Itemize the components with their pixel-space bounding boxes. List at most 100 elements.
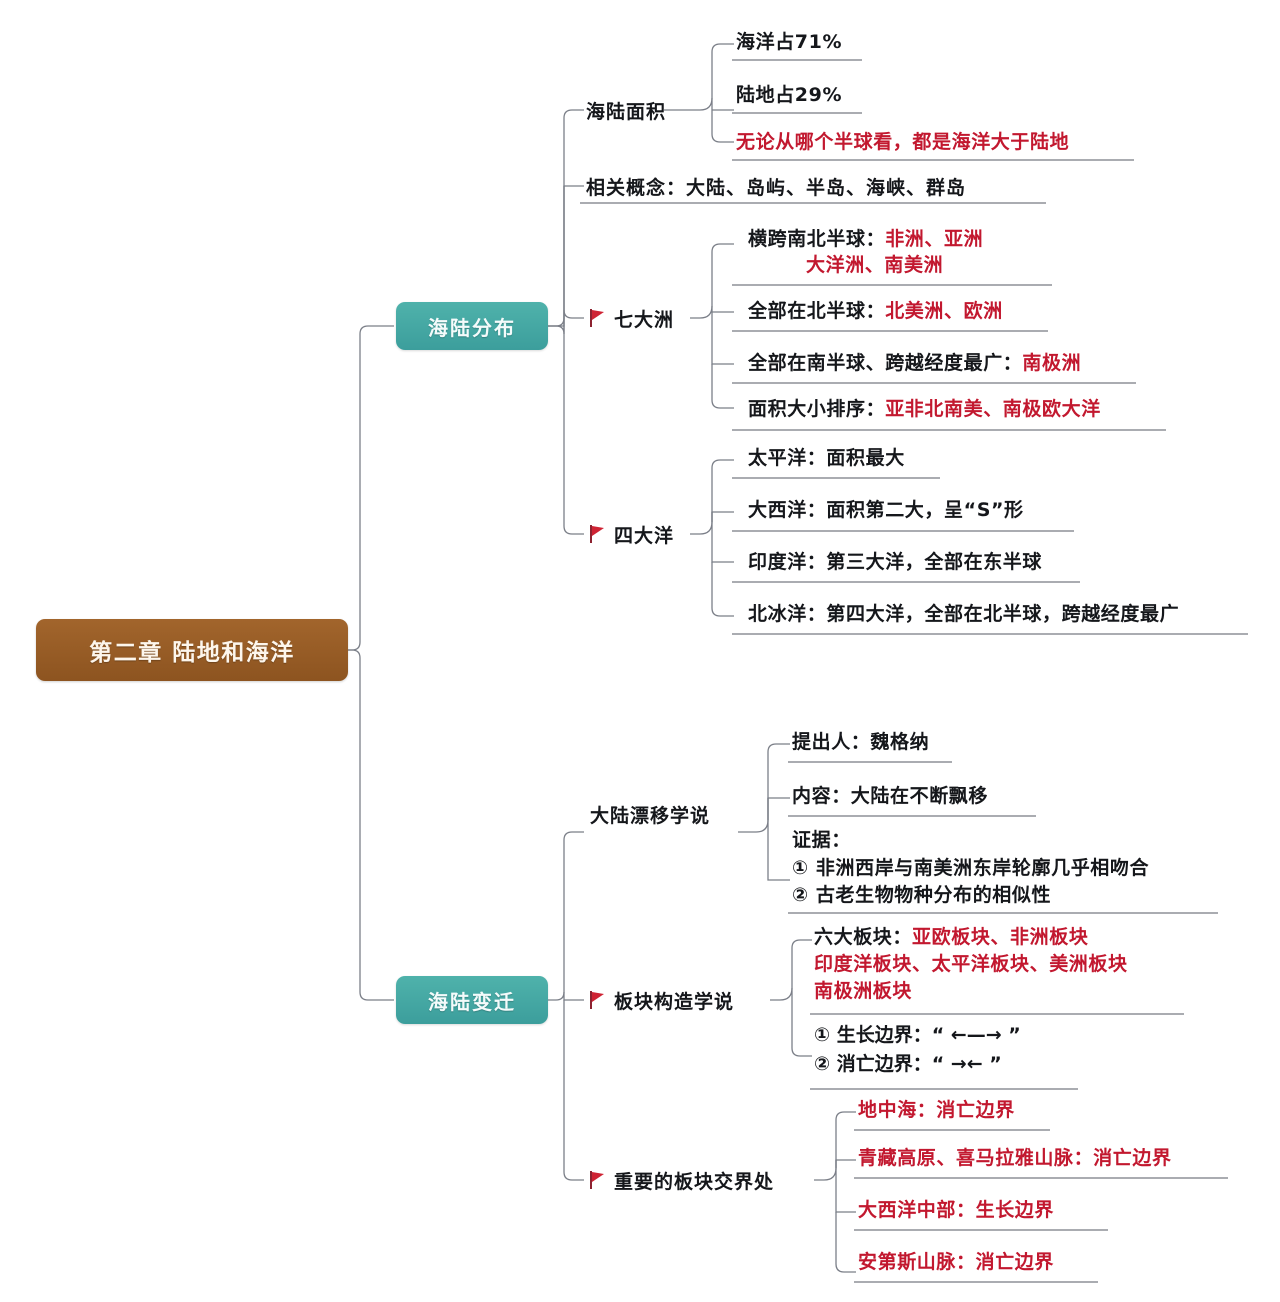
leaf-text: 北冰洋：第四大洋，全部在北半球，跨越经度最广 <box>748 603 1180 625</box>
leaf-text-black: 六大板块： <box>814 926 913 948</box>
leaf-line-1: 证据： <box>792 829 851 851</box>
line-branch1-to-qidazhou <box>548 309 584 335</box>
leaf-text-black: 面积大小排序： <box>748 398 886 420</box>
leaf-text: 太平洋：面积最大 <box>748 447 905 469</box>
leaf-bankuai-gouzao-1[interactable]: 六大板块：亚欧板块、非洲板块 印度洋板块、太平洋板块、美洲板块 南极洲板块 <box>814 924 1128 1005</box>
leaf-text: 印度洋：第三大洋，全部在东半球 <box>748 551 1043 573</box>
line-hm-leaf3 <box>711 98 734 143</box>
branch-node-haolu-fenbu[interactable]: 海陆分布 <box>396 302 548 350</box>
line-branch1-to-xiangguan-gainian <box>548 185 584 327</box>
leaf-zhongyao-jiaojie-3[interactable]: 大西洋中部：生长边界 <box>858 1197 1054 1223</box>
leaf-text-red-line2: 大洋洲、南美洲 <box>806 254 944 277</box>
leaf-si-da-yang-1[interactable]: 太平洋：面积最大 <box>748 445 905 471</box>
leaf-dalu-piaoyi-1[interactable]: 提出人：魏格纳 <box>792 729 929 755</box>
topic-haolu-mianji[interactable]: 海陆面积 <box>586 96 666 124</box>
branch-node-haolu-bianqian[interactable]: 海陆变迁 <box>396 976 548 1024</box>
leaf-qi-da-zhou-1[interactable]: 横跨南北半球：非洲、亚洲 大洋洲、南美洲 <box>748 226 983 278</box>
leaf-text-red: 南极洲 <box>1022 352 1082 374</box>
leaf-line-2: ① 非洲西岸与南美洲东岸轮廓几乎相吻合 <box>792 856 1150 879</box>
leaf-text-red: 亚非北南美、南极欧大洋 <box>885 398 1101 420</box>
leaf-text-black: 全部在南半球、跨越经度最广： <box>748 352 1023 374</box>
leaf-haolu-mianji-2[interactable]: 陆地占29% <box>736 82 842 108</box>
line-branch2-to-jiaojie <box>563 1000 584 1181</box>
line-hm-leaf1 <box>664 43 734 111</box>
line-branch1-to-sidayang <box>563 318 584 535</box>
leaf-si-da-yang-4[interactable]: 北冰洋：第四大洋，全部在北半球，跨越经度最广 <box>748 601 1179 627</box>
leaf-haolu-mianji-3[interactable]: 无论从哪个半球看，都是海洋大于陆地 <box>736 129 1069 155</box>
leaf-text: 青藏高原、喜马拉雅山脉：消亡边界 <box>858 1147 1172 1169</box>
red-flag-icon <box>590 309 605 327</box>
topic-label: 大陆漂移学说 <box>590 804 711 827</box>
topic-dalu-piaoyi-xueshuo[interactable]: 大陆漂移学说 <box>590 800 710 828</box>
leaf-qi-da-zhou-2[interactable]: 全部在北半球：北美洲、欧洲 <box>748 298 1003 324</box>
leaf-dalu-piaoyi-2[interactable]: 内容：大陆在不断飘移 <box>792 783 988 809</box>
leaf-text-black: 横跨南北半球： <box>748 228 886 250</box>
line-sdy-leaf1 <box>690 459 734 535</box>
line-dlpy-leaf2 <box>767 797 790 820</box>
topic-bankuai-gouzao-xueshuo[interactable]: 板块构造学说 <box>590 986 734 1014</box>
leaf-text: 陆地占29% <box>736 84 843 106</box>
topic-xiangguan-gainian[interactable]: 相关概念：大陆、岛屿、半岛、海峡、群岛 <box>586 172 966 200</box>
leaf-text-red: 非洲、亚洲 <box>885 228 984 250</box>
topic-label: 板块构造学说 <box>614 990 735 1013</box>
topic-label: 四大洋 <box>614 524 675 547</box>
leaf-text: 安第斯山脉：消亡边界 <box>858 1251 1055 1273</box>
line-root-to-haolu-bianqian <box>348 649 394 1001</box>
leaf-si-da-yang-3[interactable]: 印度洋：第三大洋，全部在东半球 <box>748 549 1042 575</box>
red-flag-icon <box>590 991 605 1009</box>
leaf-text-black: 全部在北半球： <box>748 300 886 322</box>
branch-node-label: 海陆变迁 <box>428 989 516 1014</box>
leaf-text: 海洋占71% <box>736 31 843 53</box>
line-bkgz-leaf2 <box>791 988 812 1057</box>
root-node[interactable]: 第二章 陆地和海洋 <box>36 619 348 681</box>
line-sdy-leaf4 <box>711 562 734 617</box>
line-qdz-leaf1 <box>690 243 734 319</box>
line-qdz-leaf2 <box>711 306 734 313</box>
leaf-haolu-mianji-1[interactable]: 海洋占71% <box>736 29 842 55</box>
leaf-text: 内容：大陆在不断飘移 <box>792 785 989 807</box>
line-branch2-to-dalupiaoyi <box>548 831 584 1001</box>
leaf-si-da-yang-2[interactable]: 大西洋：面积第二大，呈“S”形 <box>748 497 1024 523</box>
topic-label: 海陆面积 <box>586 100 667 123</box>
leaf-zhongyao-jiaojie-1[interactable]: 地中海：消亡边界 <box>858 1097 1015 1123</box>
branch-node-label: 海陆分布 <box>428 315 516 340</box>
line-zybk-leaf3 <box>835 1160 856 1213</box>
topic-label: 重要的板块交界处 <box>614 1170 775 1193</box>
leaf-text: 无论从哪个半球看，都是海洋大于陆地 <box>736 131 1070 153</box>
leaf-dalu-piaoyi-3[interactable]: 证据： ① 非洲西岸与南美洲东岸轮廓几乎相吻合 ② 古老生物物种分布的相似性 <box>792 827 1149 910</box>
red-flag-icon <box>590 525 605 543</box>
line-zybk-leaf1 <box>814 1111 856 1181</box>
line-zybk-leaf2 <box>835 1159 856 1168</box>
line-sdy-leaf2 <box>711 511 734 522</box>
leaf-bankuai-gouzao-2[interactable]: ① 生长边界：“ ←—→ ” ② 消亡边界：“ →← ” <box>814 1021 1021 1080</box>
topic-zhongyao-bankuai-jiaojiechu[interactable]: 重要的板块交界处 <box>590 1166 774 1194</box>
topic-label: 相关概念：大陆、岛屿、半岛、海峡、群岛 <box>586 176 967 199</box>
topic-label: 七大洲 <box>614 308 675 331</box>
root-node-label: 第二章 陆地和海洋 <box>89 640 295 666</box>
leaf-text: 大西洋：面积第二大，呈“S”形 <box>748 499 1024 521</box>
leaf-text: 大西洋中部：生长边界 <box>858 1199 1055 1221</box>
leaf-text-red: 北美洲、欧洲 <box>885 300 1003 322</box>
topic-qi-da-zhou[interactable]: 七大洲 <box>590 304 674 332</box>
leaf-qi-da-zhou-4[interactable]: 面积大小排序：亚非北南美、南极欧大洋 <box>748 396 1101 422</box>
line-dlpy-leaf1 <box>738 743 790 833</box>
leaf-qi-da-zhou-3[interactable]: 全部在南半球、跨越经度最广：南极洲 <box>748 350 1081 376</box>
leaf-text: 地中海：消亡边界 <box>858 1099 1015 1121</box>
line-branch2-to-bankuai <box>563 992 584 1001</box>
line-root-to-haolu-fenbu <box>348 325 394 651</box>
leaf-zhongyao-jiaojie-2[interactable]: 青藏高原、喜马拉雅山脉：消亡边界 <box>858 1145 1172 1171</box>
leaf-line-3: ② 古老生物物种分布的相似性 <box>792 884 1052 907</box>
leaf-line-1: ① 生长边界：“ ←—→ ” <box>814 1024 1021 1046</box>
leaf-text-red: 亚欧板块、非洲板块 <box>912 926 1089 948</box>
topic-si-da-yang[interactable]: 四大洋 <box>590 520 674 548</box>
line-qdz-leaf4 <box>711 364 734 409</box>
leaf-text-red-line2: 印度洋板块、太平洋板块、美洲板块 <box>814 953 1128 976</box>
leaf-zhongyao-jiaojie-4[interactable]: 安第斯山脉：消亡边界 <box>858 1249 1054 1275</box>
line-branch1-to-haolu-mianji <box>548 109 584 327</box>
line-zybk-leaf4 <box>835 1212 856 1273</box>
line-dlpy-leaf3 <box>767 798 790 881</box>
leaf-line-2: ② 消亡边界：“ →← ” <box>814 1053 1002 1076</box>
line-sdy-leaf3 <box>711 512 734 563</box>
red-flag-icon <box>590 1171 605 1189</box>
